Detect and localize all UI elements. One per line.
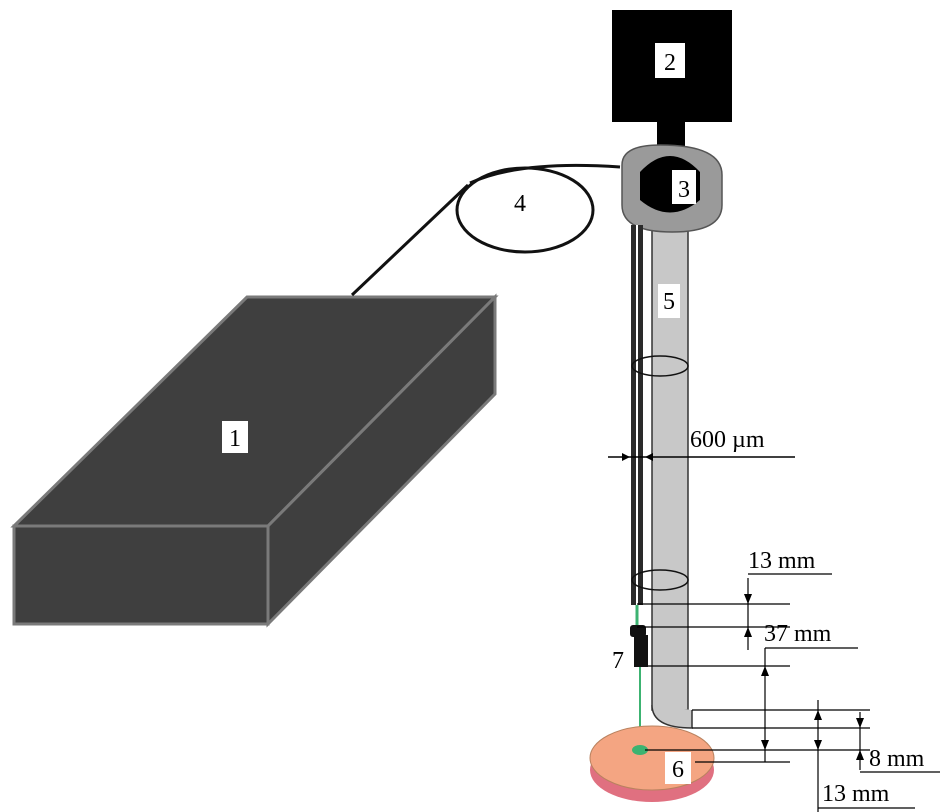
label-4: 4 [514, 191, 526, 217]
clamp-lower [631, 569, 689, 591]
clamp-upper [631, 355, 689, 377]
dim-label-600um: 600 µm [690, 427, 765, 453]
probe-tube: 5 [651, 209, 693, 729]
sample-disc: 6 [589, 725, 715, 802]
dimension-fiber-diameter: 600 µm [608, 427, 795, 461]
label-2: 2 [664, 50, 676, 76]
label-5: 5 [663, 289, 675, 315]
laser-box-side [266, 293, 497, 628]
dim-label-8mm: 8 mm [869, 746, 925, 772]
fiber-tip: 7 [612, 625, 648, 674]
fiber-coil: 4 [455, 163, 621, 254]
fiber-lead [350, 183, 470, 297]
optical-fiber [631, 225, 643, 745]
label-6: 6 [672, 757, 684, 783]
dim-label-13mm-top: 13 mm [748, 548, 816, 574]
dim-label-37mm: 37 mm [764, 621, 832, 647]
laser-box-front [12, 524, 270, 626]
connector-collar: 3 [621, 144, 723, 233]
detector: 2 [612, 10, 732, 152]
dimension-gap-top: 13 mm [637, 548, 832, 650]
label-7: 7 [612, 648, 624, 674]
label-3: 3 [678, 177, 690, 203]
dimension-disc-gap: 8 mm [645, 709, 940, 773]
dimension-tip-length: 37 mm [648, 621, 858, 763]
dimension-disc-offset: 13 mm [814, 700, 915, 812]
laser-box: 1 [10, 293, 499, 628]
label-1: 1 [229, 426, 241, 452]
dim-label-13mm-bottom: 13 mm [822, 781, 890, 807]
